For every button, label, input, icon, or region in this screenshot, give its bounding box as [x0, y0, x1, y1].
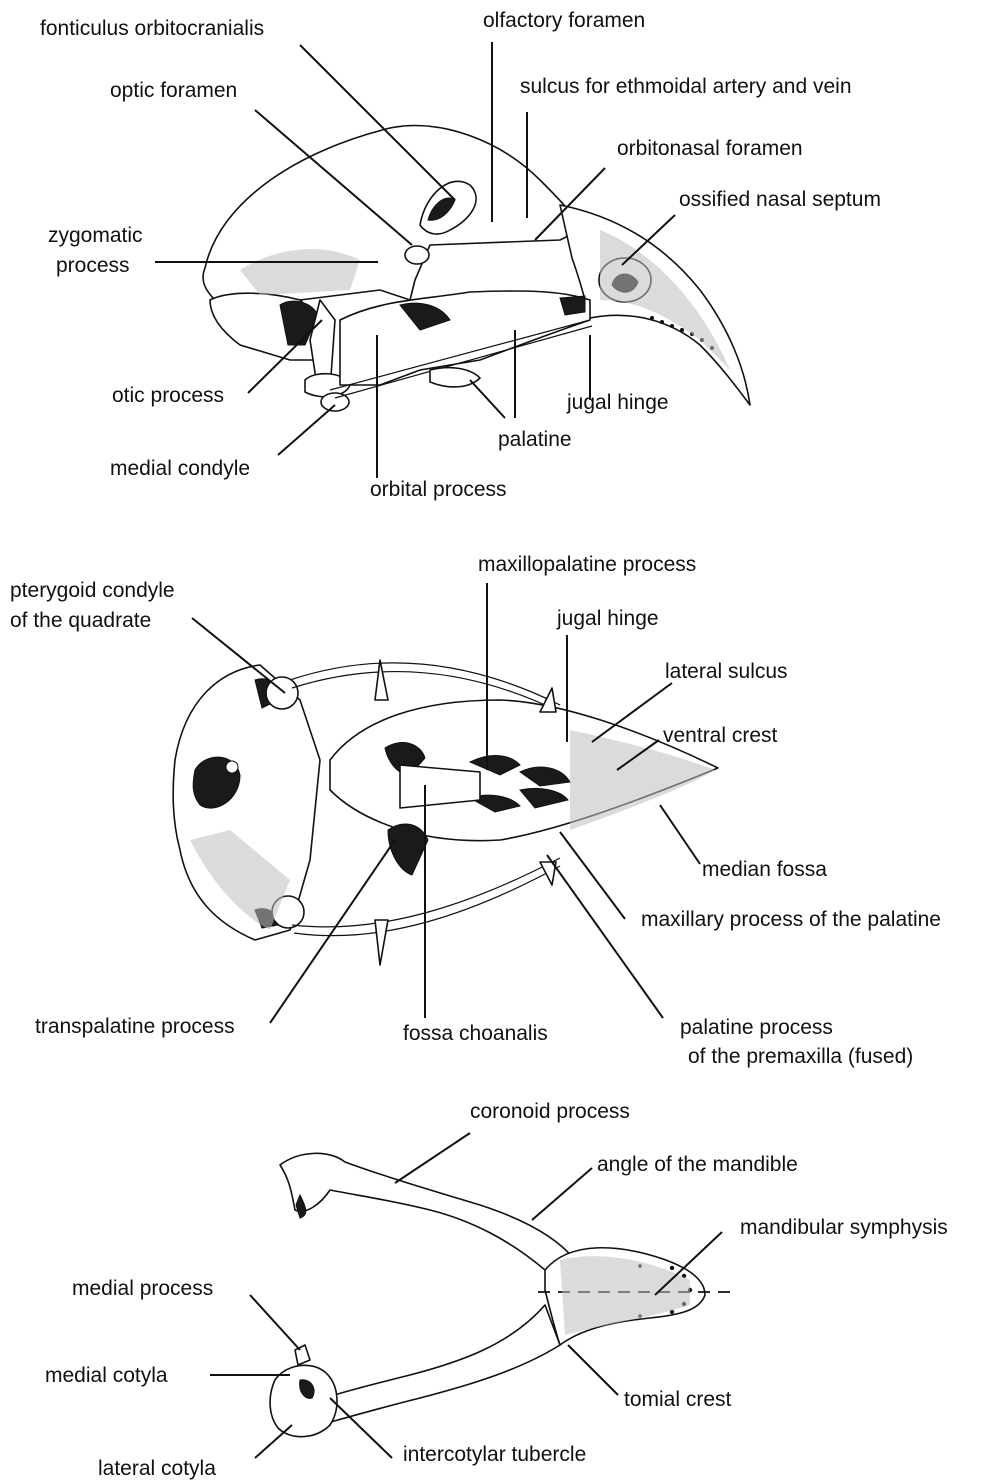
- ventral-crest-label: ventral crest: [663, 724, 778, 747]
- tomial-crest-label: tomial crest: [624, 1388, 732, 1411]
- sulcus-ethmoidal-label: sulcus for ethmoidal artery and vein: [520, 75, 852, 98]
- palatine-process-label-line2: of the premaxilla (fused): [688, 1045, 913, 1068]
- optic-foramen-label: optic foramen: [110, 79, 237, 102]
- pterygoid-condyle-label-line1: pterygoid condyle: [10, 579, 175, 602]
- angle-of-mandible-label: angle of the mandible: [597, 1153, 798, 1176]
- ossified-nasal-septum-label: ossified nasal septum: [679, 188, 881, 211]
- maxillopalatine-label: maxillopalatine process: [478, 553, 696, 576]
- medial-process-label: medial process: [72, 1277, 213, 1300]
- intercotylar-tubercle-label: intercotylar tubercle: [403, 1443, 586, 1466]
- zygomatic-label-line2: process: [56, 254, 130, 277]
- medial-cotyla-label: medial cotyla: [45, 1364, 168, 1387]
- mandibular-symphysis-label: mandibular symphysis: [740, 1216, 948, 1239]
- coronoid-process-label: coronoid process: [470, 1100, 630, 1123]
- fossa-choanalis-label: fossa choanalis: [403, 1022, 548, 1045]
- transpalatine-label: transpalatine process: [35, 1015, 235, 1038]
- zygomatic-label-line1: zygomatic: [48, 224, 143, 247]
- olfactory-foramen-label: olfactory foramen: [483, 9, 645, 32]
- otic-process-label: otic process: [112, 384, 224, 407]
- jugal-hinge-lateral-label: jugal hinge: [566, 391, 669, 414]
- orbitonasal-foramen-label: orbitonasal foramen: [617, 137, 803, 160]
- maxillary-process-label: maxillary process of the palatine: [641, 908, 941, 931]
- orbital-process-label: orbital process: [370, 478, 507, 501]
- lateral-skull-drawing: [203, 126, 750, 411]
- fonticulus-label: fonticulus orbitocranialis: [40, 17, 264, 40]
- palatine-process-label-line1: palatine process: [680, 1016, 833, 1039]
- median-fossa-label: median fossa: [702, 858, 827, 881]
- lateral-skull-view: fonticulus orbitocranialis olfactory for…: [40, 9, 881, 501]
- lateral-cotyla-label: lateral cotyla: [98, 1457, 216, 1480]
- medial-condyle-label: medial condyle: [110, 457, 250, 480]
- mandible-view: coronoid process angle of the mandible m…: [45, 1100, 948, 1480]
- ventral-skull-view: maxillopalatine process pterygoid condyl…: [10, 553, 941, 1068]
- jugal-hinge-ventral-label: jugal hinge: [556, 607, 659, 630]
- pterygoid-condyle-label-line2: of the quadrate: [10, 609, 151, 632]
- palatine-label: palatine: [498, 428, 572, 451]
- lateral-sulcus-label: lateral sulcus: [665, 660, 788, 683]
- ventral-skull-drawing: [173, 660, 718, 965]
